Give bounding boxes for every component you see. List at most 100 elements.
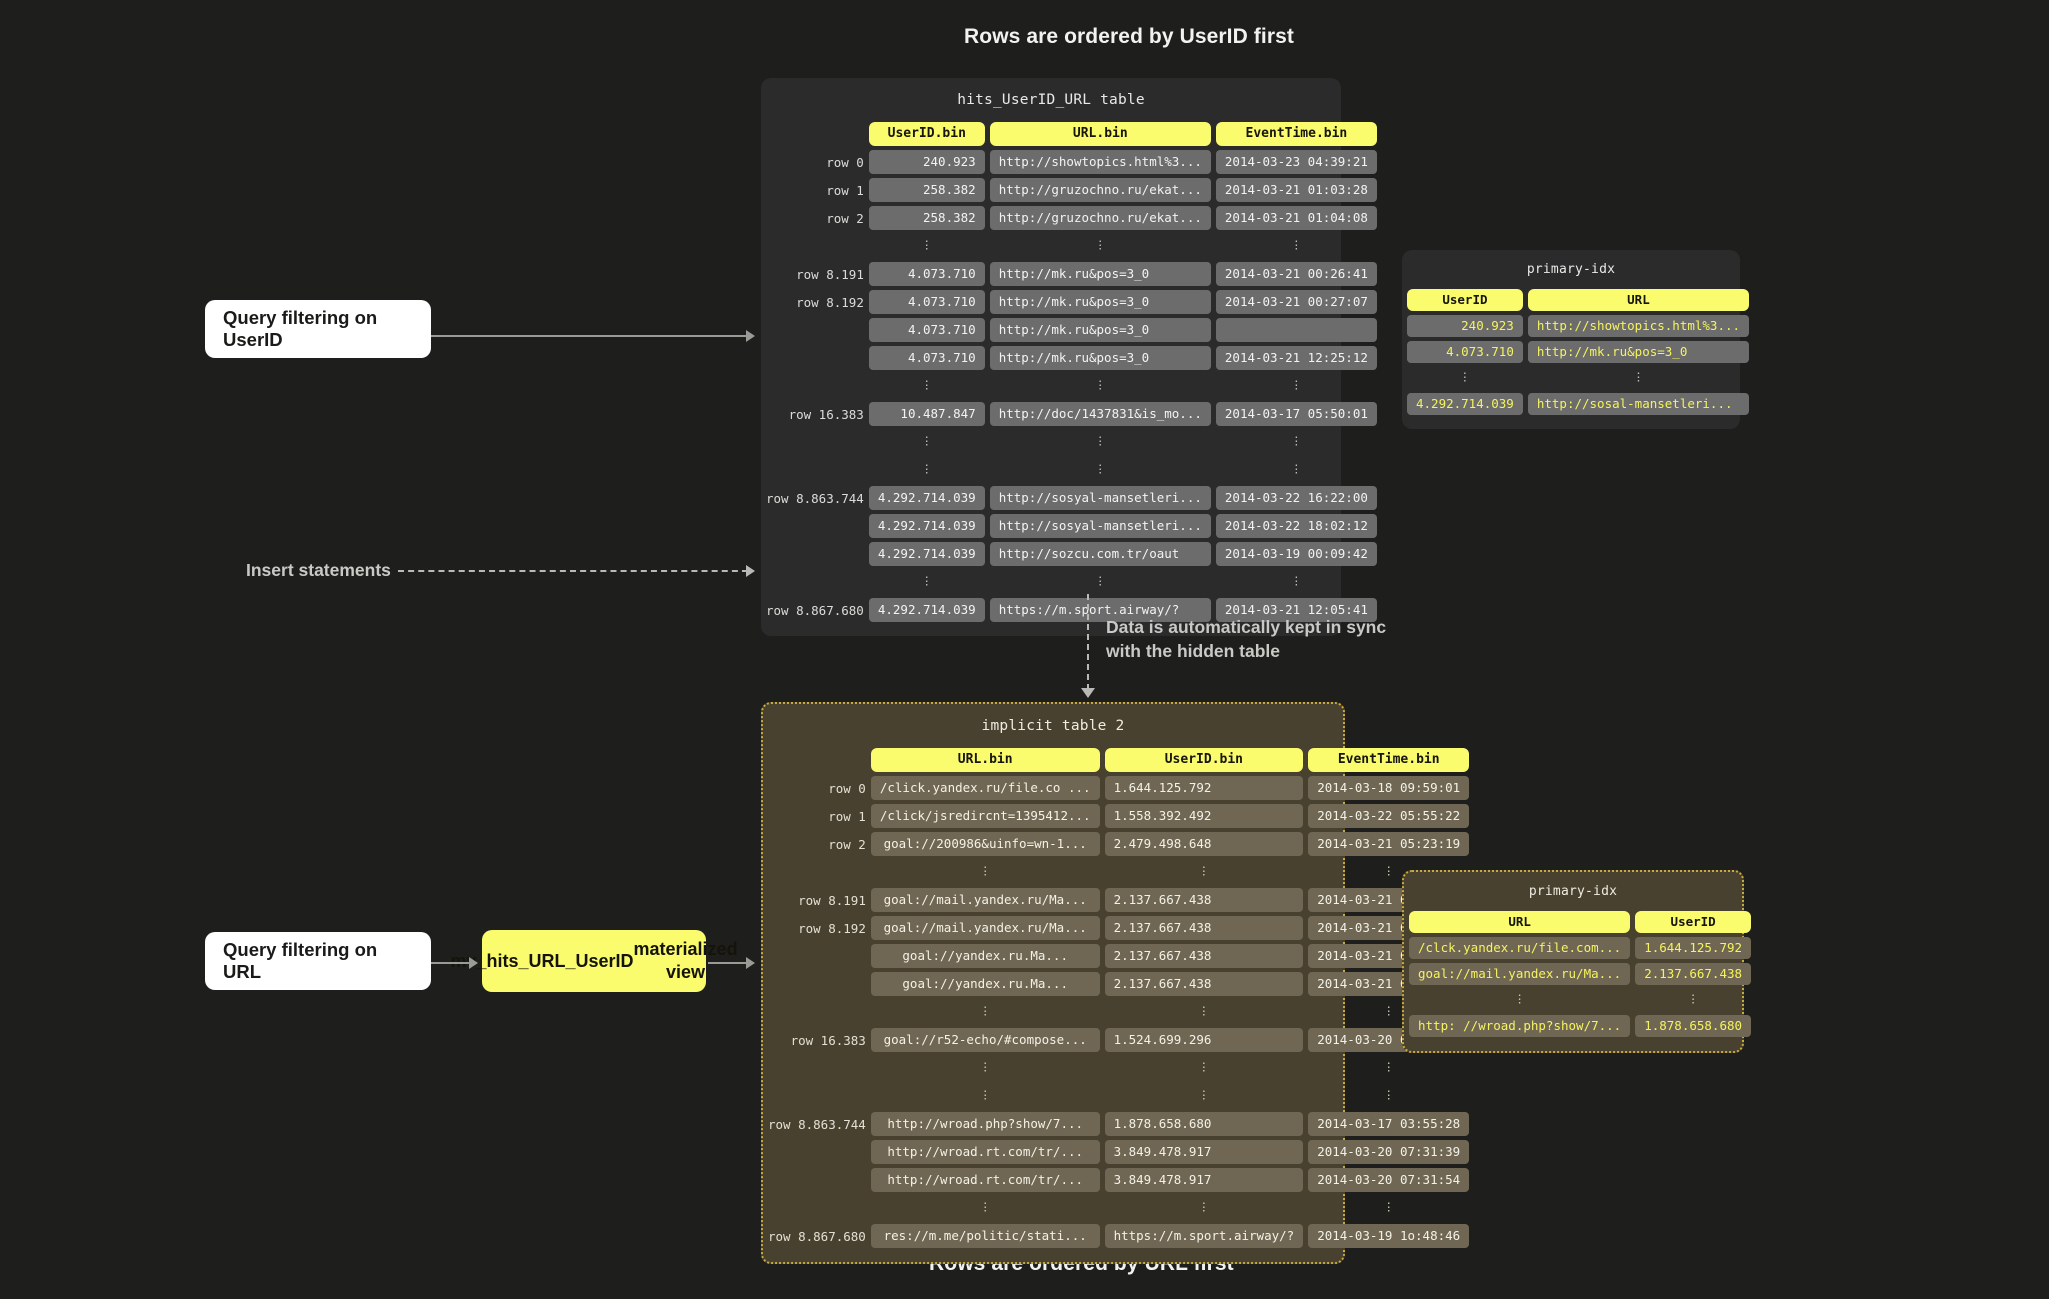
table-cell: http: //wroad.php?show/7...	[1409, 1015, 1631, 1037]
column-header-cell: UserID	[1407, 289, 1523, 311]
table-cell: https://m.sport.airway/?	[1104, 1224, 1304, 1248]
cell-value: 2014-03-21 05:23:19	[1308, 832, 1470, 856]
table-ellipsis-row: ⋮⋮⋮	[766, 430, 1377, 454]
table-cell: ⋮	[869, 458, 985, 482]
table-cell: http://mk.ru&pos=3_0	[989, 290, 1211, 314]
row-label	[768, 860, 866, 884]
row-label	[766, 430, 864, 454]
arrowhead-userid-to-table	[746, 330, 755, 342]
table-cell: goal://yandex.ru.Ma...	[870, 972, 1100, 996]
query-filtering-url-box[interactable]: Query filtering on URL	[205, 932, 431, 990]
table-cell: ⋮	[1105, 860, 1304, 884]
cell-value: goal://yandex.ru.Ma...	[870, 972, 1100, 996]
sync-note-label: Data is automatically kept in sync with …	[1106, 617, 1387, 662]
table-cell: 2014-03-17 03:55:28	[1308, 1112, 1470, 1136]
table-cell: ⋮	[1407, 367, 1523, 389]
cell-value: 4.292.714.039	[868, 514, 985, 538]
table-cell: 2014-03-21 05:23:19	[1308, 832, 1470, 856]
cell-value: 2014-03-19 1o:48:46	[1308, 1224, 1470, 1248]
cell-value: 2014-03-21 00:26:41	[1215, 262, 1377, 286]
column-header: URL.bin	[989, 122, 1211, 146]
table-cell: /click/jsredircnt=1395412...	[870, 804, 1100, 828]
column-header-cell: URL.bin	[989, 122, 1211, 146]
arrowhead-url-to-mv	[469, 957, 478, 969]
table-cell: /clck.yandex.ru/file.com...	[1409, 937, 1631, 959]
table-cell: ⋮	[990, 374, 1211, 398]
table-cell: ⋮	[1308, 1084, 1469, 1108]
column-header: EventTime.bin	[1308, 748, 1470, 772]
table-cell: ⋮	[869, 430, 985, 454]
table-cell: 4.292.714.039	[868, 542, 985, 566]
table-cell: 3.849.478.917	[1104, 1140, 1304, 1164]
column-header-cell: URL.bin	[870, 748, 1100, 772]
ellipsis-icon: ⋮	[978, 1201, 992, 1214]
primary-idx-url-title: primary-idx	[1528, 884, 1618, 899]
cell-value: 1.558.392.492	[1104, 804, 1304, 828]
cell-value	[1215, 318, 1377, 342]
primary-idx-userid-title: primary-idx	[1526, 262, 1616, 277]
arrow-url-to-mv	[431, 962, 471, 964]
ellipsis-icon: ⋮	[1289, 435, 1303, 448]
table-cell: 2014-03-20 07:31:54	[1308, 1168, 1470, 1192]
cell-value: 2014-03-23 04:39:21	[1215, 150, 1377, 174]
row-label	[768, 1168, 866, 1192]
cell-value: 2014-03-21 00:27:07	[1215, 290, 1377, 314]
row-label: row 8.191	[796, 266, 864, 282]
cell-value: 1.878.658.680	[1104, 1112, 1304, 1136]
table-cell: 4.292.714.039	[1407, 393, 1523, 415]
cell-value: 2.137.667.438	[1104, 972, 1304, 996]
cell-value: 4.073.710	[1407, 341, 1523, 363]
cell-value: http://mk.ru&pos=3_0	[989, 290, 1211, 314]
row-label: row 16.383	[788, 406, 864, 422]
table-cell: 1.524.699.296	[1104, 1028, 1304, 1052]
table-cell: ⋮	[869, 374, 985, 398]
ellipsis-icon: ⋮	[1197, 1089, 1211, 1102]
table-ellipsis-row: ⋮⋮⋮	[766, 458, 1377, 482]
table-cell: 240.923	[868, 150, 985, 174]
table-cell: 2.137.667.438	[1104, 916, 1304, 940]
row-label: row 16.383	[790, 1032, 866, 1048]
cell-value: 2.137.667.438	[1104, 944, 1304, 968]
row-label: row 2	[826, 210, 864, 226]
table-cell: ⋮	[871, 1084, 1100, 1108]
ellipsis-icon: ⋮	[1093, 575, 1107, 588]
table-ellipsis-row: ⋮⋮⋮	[768, 860, 1469, 884]
table-cell: http://mk.ru&pos=3_0	[1527, 341, 1750, 363]
cell-value: 2014-03-21 12:25:12	[1215, 346, 1377, 370]
table-cell: ⋮	[1216, 570, 1377, 594]
ellipsis-icon: ⋮	[1093, 379, 1107, 392]
table-cell: http://showtopics.html%3...	[989, 150, 1211, 174]
cell-value: 2014-03-21 01:04:08	[1215, 206, 1377, 230]
cell-value: 3.849.478.917	[1104, 1140, 1304, 1164]
ellipsis-icon: ⋮	[1197, 1061, 1211, 1074]
cell-value: http://wroad.rt.com/tr/...	[870, 1168, 1100, 1192]
query-filtering-userid-box[interactable]: Query filtering on UserID	[205, 300, 431, 358]
table-cell: ⋮	[869, 234, 985, 258]
table-cell: 4.292.714.039	[868, 486, 985, 510]
table-cell: http://wroad.php?show/7...	[870, 1112, 1100, 1136]
cell-value: 4.292.714.039	[868, 598, 985, 622]
cell-value: http://doc/1437831&is_mo...	[989, 402, 1211, 426]
table-cell: 2.137.667.438	[1104, 888, 1304, 912]
table-cell: 1.644.125.792	[1104, 776, 1304, 800]
row-label: row 0	[826, 154, 864, 170]
column-header: UserID	[1407, 289, 1523, 311]
table-cell: 2014-03-22 16:22:00	[1215, 486, 1377, 510]
cell-value: 240.923	[868, 150, 985, 174]
table-cell: 4.073.710	[1407, 341, 1523, 363]
cell-value: http://mk.ru&pos=3_0	[989, 346, 1211, 370]
cell-value: 10.487.847	[868, 402, 985, 426]
cell-value: http://sosyal-mansetleri...	[989, 486, 1211, 510]
table-cell: goal://200986&uinfo=wn-1...	[870, 832, 1100, 856]
table-cell: goal://yandex.ru.Ma...	[870, 944, 1100, 968]
row-label: row 8.192	[798, 920, 866, 936]
